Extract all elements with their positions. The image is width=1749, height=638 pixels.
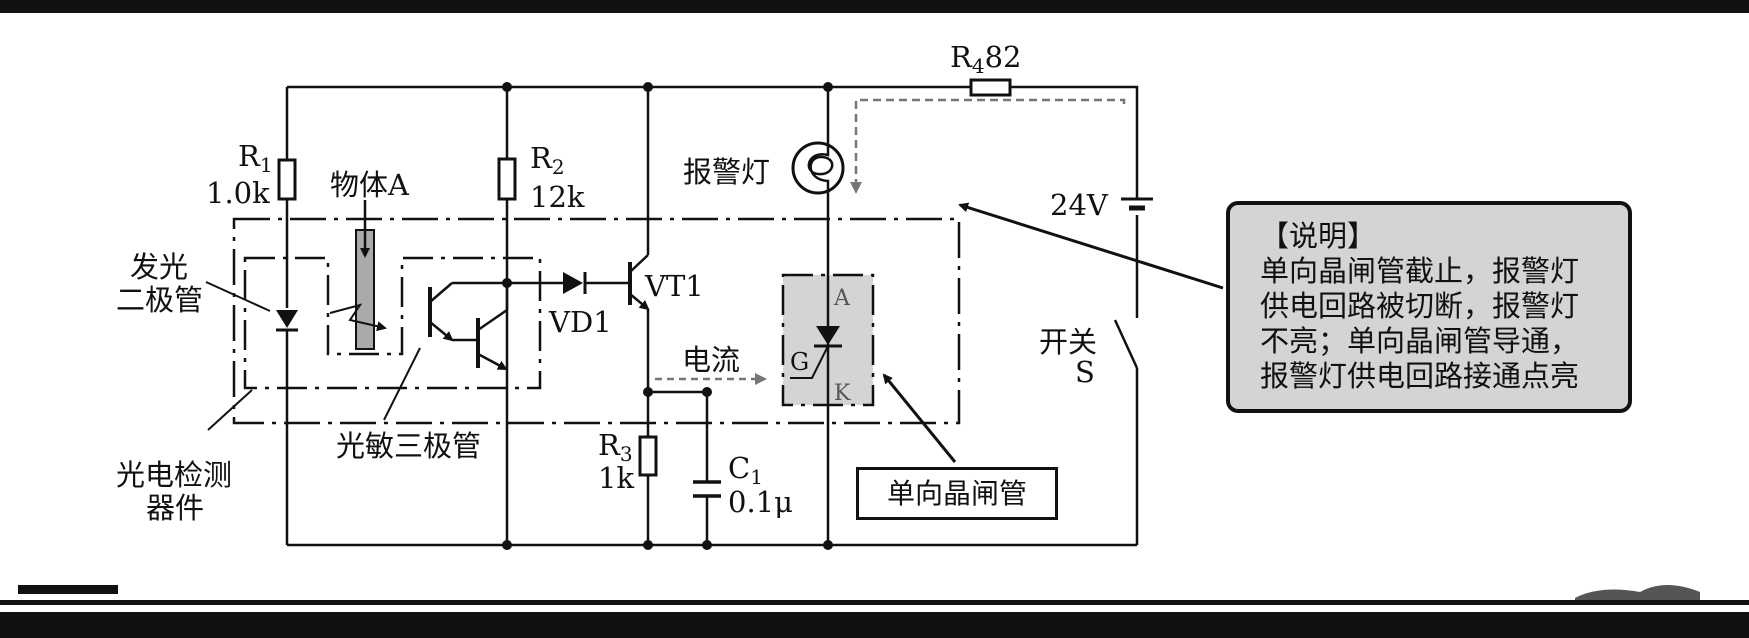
r3-value: 1k — [598, 461, 634, 495]
switch-label-line1: 开关 — [1039, 325, 1097, 359]
note-line: 单向晶闸管截止，报警灯 — [1260, 254, 1580, 288]
scr-label-box: 单向晶闸管 — [856, 467, 1058, 520]
battery-icon — [1121, 197, 1153, 211]
r2-resistor — [497, 157, 517, 201]
r2-label: R2 — [530, 141, 565, 179]
light-ray — [329, 303, 387, 332]
vt1-label: VT1 — [644, 269, 704, 303]
r4-current-path — [850, 98, 1126, 194]
switch-label-line2: S — [1075, 355, 1095, 389]
r3-resistor — [638, 435, 658, 477]
scr-component — [781, 273, 875, 407]
battery-label: 24V — [1050, 188, 1109, 222]
c1-value: 0.1μ — [728, 485, 793, 519]
r2-value: 12k — [530, 180, 585, 214]
c1-capacitor — [693, 480, 721, 498]
scr-gate-label: G — [790, 348, 809, 376]
note-title: 【说明】 — [1260, 219, 1377, 253]
detector-inner-region — [243, 256, 542, 390]
note-line: 供电回路被切断，报警灯 — [1260, 289, 1580, 323]
vt1-transistor — [628, 254, 650, 311]
phototransistor-icon — [428, 281, 509, 371]
switch-icon — [1113, 319, 1139, 369]
detector-label-line2: 器件 — [146, 491, 204, 525]
detector-outline — [232, 217, 961, 425]
scr-cathode-label: K — [834, 381, 851, 406]
r1-label: R1 — [238, 139, 273, 177]
detector-label-line1: 光电检测 — [116, 458, 232, 492]
note-box: 【说明】 单向晶闸管截止，报警灯 供电回路被切断，报警灯 不亮；单向晶闸管导通，… — [1226, 201, 1632, 413]
r3-label: R3 — [598, 428, 633, 466]
r4-resistor — [969, 78, 1012, 97]
lamp-icon — [791, 141, 845, 195]
led-icon — [276, 310, 298, 332]
lamp-label: 报警灯 — [683, 155, 770, 189]
r4-label: R482 — [950, 40, 1021, 78]
note-line: 报警灯供电回路接通点亮 — [1260, 359, 1580, 393]
led-label-line2: 二极管 — [116, 283, 203, 317]
note-arrow — [958, 202, 1224, 290]
r1-value: 1.0k — [206, 176, 270, 210]
current-label: 电流 — [682, 343, 740, 377]
scr-anode-label: A — [833, 286, 851, 311]
leader-lines — [205, 281, 421, 431]
note-line: 不亮；单向晶闸管导通， — [1260, 324, 1580, 358]
phototransistor-label: 光敏三极管 — [336, 429, 481, 463]
vd1-diode — [563, 272, 587, 294]
led-label-line1: 发光 — [130, 250, 188, 284]
vd1-label: VD1 — [548, 305, 612, 339]
object-a-label: 物体A — [330, 168, 410, 202]
c1-label: C1 — [728, 451, 763, 489]
scr-label-arrow — [882, 373, 957, 463]
r1-resistor — [277, 158, 297, 201]
